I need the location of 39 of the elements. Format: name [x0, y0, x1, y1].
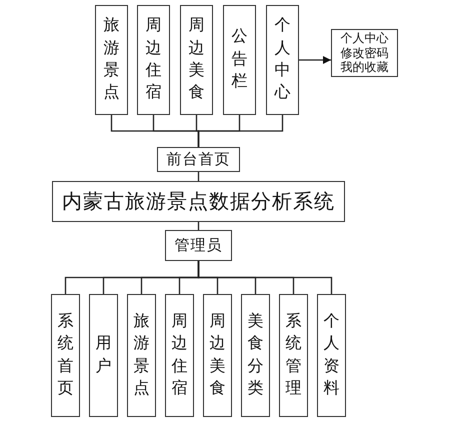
system-title: 内蒙古旅游景点数据分析系统 — [62, 190, 335, 215]
connector-line — [198, 261, 332, 294]
module-box — [165, 294, 194, 417]
node-label: 管理员 — [174, 236, 222, 255]
menu-label: 周边住宿 — [172, 312, 188, 399]
module-box — [331, 29, 398, 77]
menu-label: 公告栏 — [232, 27, 248, 92]
menu-label: 周边美食 — [188, 16, 204, 104]
module-box — [51, 294, 80, 417]
menu-label: 系统首页 — [58, 312, 74, 399]
module-box — [241, 294, 270, 417]
module-box — [95, 5, 128, 115]
menu-label: 周边住宿 — [146, 16, 162, 104]
system-box — [52, 181, 345, 222]
menu-label: 我的收藏 — [340, 60, 388, 75]
module-box — [279, 294, 308, 417]
menu-label: 个人资料 — [324, 312, 340, 399]
module-box — [180, 5, 213, 115]
connector-line — [198, 115, 284, 147]
menu-label: 用户 — [96, 334, 112, 376]
arrow — [299, 56, 331, 64]
module-box — [89, 294, 118, 417]
menu-label: 修改密码 — [340, 46, 388, 60]
menu-label: 美食分类 — [248, 312, 264, 399]
menu-label: 周边美食 — [210, 312, 226, 399]
menu-label: 旅游景点 — [134, 312, 150, 399]
module-box — [266, 5, 299, 115]
menu-label: 个人中心 — [274, 16, 290, 104]
module-box — [157, 147, 240, 172]
module-box — [317, 294, 346, 417]
module-box — [127, 294, 156, 417]
module-box — [137, 5, 170, 115]
module-box — [223, 5, 256, 115]
menu-label: 系统管理 — [286, 312, 302, 399]
module-box — [203, 294, 232, 417]
module-box — [165, 230, 232, 261]
node-label: 前台首页 — [166, 150, 230, 169]
menu-label: 旅游景点 — [104, 16, 120, 104]
menu-label: 个人中心 — [340, 31, 388, 46]
